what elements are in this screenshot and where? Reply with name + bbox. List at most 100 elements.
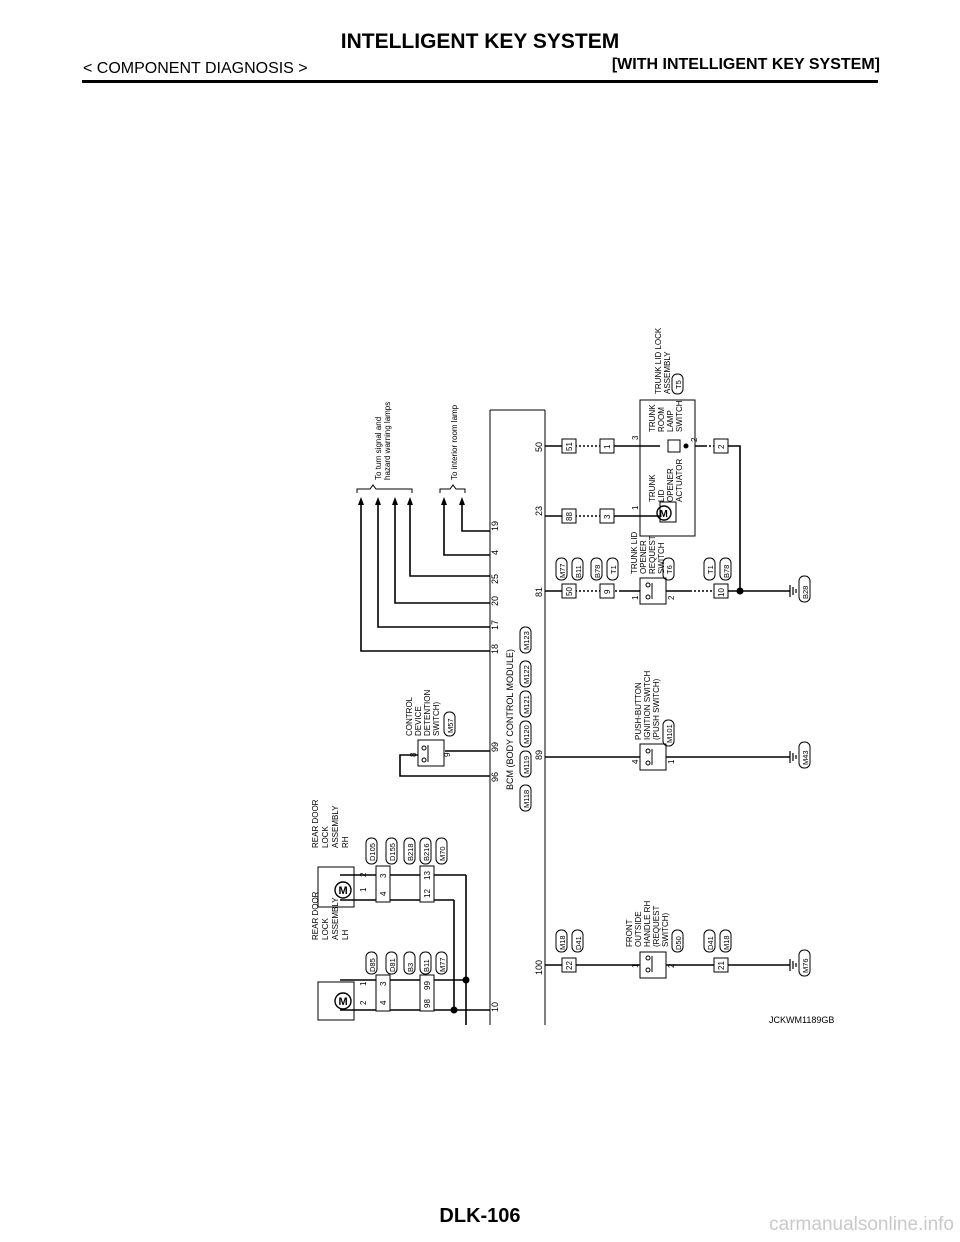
page-number: DLK-106 (439, 1205, 521, 1227)
bcm-label: BCM (BODY CONTROL MODULE) (505, 649, 515, 790)
trunk-lid-opener-request-switch: 50 9 10 1 2 TRUNK LID OPENER REQUEST SWI… (545, 532, 811, 605)
watermark: carmanualsonline.info (769, 1214, 954, 1235)
svg-text:M121: M121 (522, 695, 531, 714)
bcm-connector: M120 (519, 720, 532, 748)
subsection-label: [WITH INTELLIGENT KEY SYSTEM] (611, 56, 880, 73)
svg-text:TRUNK LID: TRUNK LID (630, 532, 639, 574)
svg-text:4: 4 (379, 1000, 388, 1005)
svg-text:REQUEST: REQUEST (648, 535, 657, 574)
svg-text:50: 50 (565, 587, 574, 596)
svg-text:T1: T1 (706, 565, 715, 574)
svg-text:B218: B218 (406, 843, 415, 861)
svg-text:M101: M101 (665, 724, 674, 743)
svg-text:9: 9 (603, 589, 612, 594)
svg-text:M70: M70 (438, 846, 447, 861)
svg-text:T1: T1 (609, 565, 618, 574)
svg-text:3: 3 (631, 435, 640, 440)
svg-text:2: 2 (359, 1000, 368, 1005)
svg-text:IGNITION SWITCH: IGNITION SWITCH (643, 670, 652, 740)
bcm-connector: M118 (519, 784, 532, 812)
svg-text:B3: B3 (406, 963, 415, 972)
svg-text:21: 21 (717, 961, 726, 970)
bcm-pin: 19 (490, 521, 500, 531)
svg-text:4: 4 (631, 759, 640, 764)
svg-text:B78: B78 (593, 565, 602, 578)
svg-text:D50: D50 (674, 936, 683, 950)
bcm-connector: M119 (519, 750, 532, 778)
svg-text:88: 88 (565, 512, 574, 521)
svg-text:M57: M57 (446, 718, 455, 733)
svg-text:SWITCH: SWITCH (675, 400, 684, 432)
lamp-output-wires (360, 502, 490, 652)
bcm-pin: 20 (490, 596, 500, 606)
svg-text:1: 1 (359, 887, 368, 892)
svg-text:LH: LH (341, 930, 350, 940)
bcm-pin: 4 (490, 550, 500, 555)
bcm-pin: 25 (490, 574, 500, 584)
svg-text:9: 9 (443, 752, 452, 757)
svg-text:TRUNK: TRUNK (648, 474, 657, 502)
svg-text:D41: D41 (706, 936, 715, 950)
ground-icon (789, 958, 797, 972)
motor-icon: M (339, 885, 348, 897)
svg-text:ASSEMBLY: ASSEMBLY (331, 805, 340, 848)
svg-text:ROOM: ROOM (657, 407, 666, 432)
svg-text:PUSH-BUTTON: PUSH-BUTTON (634, 682, 643, 740)
svg-text:2: 2 (690, 437, 699, 442)
svg-text:ASSEMBLY: ASSEMBLY (331, 897, 340, 940)
svg-text:1: 1 (359, 981, 368, 986)
svg-text:3: 3 (379, 873, 388, 878)
svg-text:M123: M123 (522, 631, 531, 650)
svg-text:M118: M118 (522, 790, 531, 808)
svg-text:SWITCH: SWITCH (657, 542, 666, 574)
svg-text:SWITCH): SWITCH) (432, 701, 441, 736)
svg-text:(PUSH SWITCH): (PUSH SWITCH) (652, 678, 661, 740)
bcm-pin: 18 (490, 644, 500, 654)
motor-icon: M (660, 509, 668, 520)
front-outside-handle-rh: 22 21 1 2 FRONT OUTSIDE HANDLE RH (REQUE… (545, 901, 811, 979)
svg-text:8: 8 (409, 752, 418, 757)
svg-text:OPENER: OPENER (639, 540, 648, 574)
control-device-detention-switch: 8 9 CONTROL DEVICE DETENTION SWITCH) M57 (399, 690, 490, 777)
ground-icon (789, 584, 797, 598)
svg-text:HANDLE RH: HANDLE RH (643, 901, 652, 947)
svg-text:T5: T5 (674, 380, 683, 389)
svg-text:3: 3 (379, 981, 388, 986)
bcm-connector: M121 (519, 690, 532, 718)
trunk-lid-lock-assembly: M 88 51 3 1 2 1 3 2 TRUNK LID OPENER ACT… (545, 327, 744, 595)
svg-text:TRUNK LID LOCK: TRUNK LID LOCK (654, 327, 663, 394)
rear-door-wires (340, 874, 490, 1025)
svg-text:98: 98 (423, 999, 432, 1008)
svg-text:D41: D41 (574, 936, 583, 950)
svg-text:DETENTION: DETENTION (423, 690, 432, 736)
svg-text:1: 1 (631, 505, 640, 510)
svg-text:10: 10 (717, 588, 726, 597)
svg-text:LAMP: LAMP (666, 410, 675, 432)
svg-text:LOCK: LOCK (321, 918, 330, 940)
bcm-connector: M123 (519, 626, 532, 654)
room-lamp-note: To interior room lamp (450, 404, 459, 480)
svg-text:3: 3 (603, 514, 612, 519)
section-label: < COMPONENT DIAGNOSIS > (83, 60, 308, 77)
svg-text:B78: B78 (722, 565, 731, 578)
bcm-pin: 23 (534, 506, 544, 516)
svg-text:M18: M18 (722, 935, 731, 950)
motor-icon: M (339, 996, 348, 1008)
bcm-box: BCM (BODY CONTROL MODULE) 10 100 96 99 8… (489, 409, 546, 1025)
ground-icon (789, 750, 797, 764)
turn-lamp-note: To turn signal and (374, 417, 383, 480)
bcm-pin: 81 (534, 587, 544, 597)
svg-text:D81: D81 (388, 958, 397, 972)
svg-text:B11: B11 (422, 959, 431, 972)
svg-text:B11: B11 (574, 565, 583, 578)
svg-text:2: 2 (667, 595, 676, 600)
bcm-pin: 10 (490, 1002, 500, 1012)
svg-text:DEVICE: DEVICE (414, 706, 423, 736)
svg-text:OPENER: OPENER (666, 468, 675, 502)
bcm-pin: 99 (490, 742, 500, 752)
svg-text:M122: M122 (522, 665, 531, 684)
svg-text:M77: M77 (558, 563, 567, 578)
svg-text:RH: RH (341, 836, 350, 848)
turn-lamp-note: hazard warning lamps (383, 402, 392, 480)
svg-text:M77: M77 (438, 957, 447, 972)
